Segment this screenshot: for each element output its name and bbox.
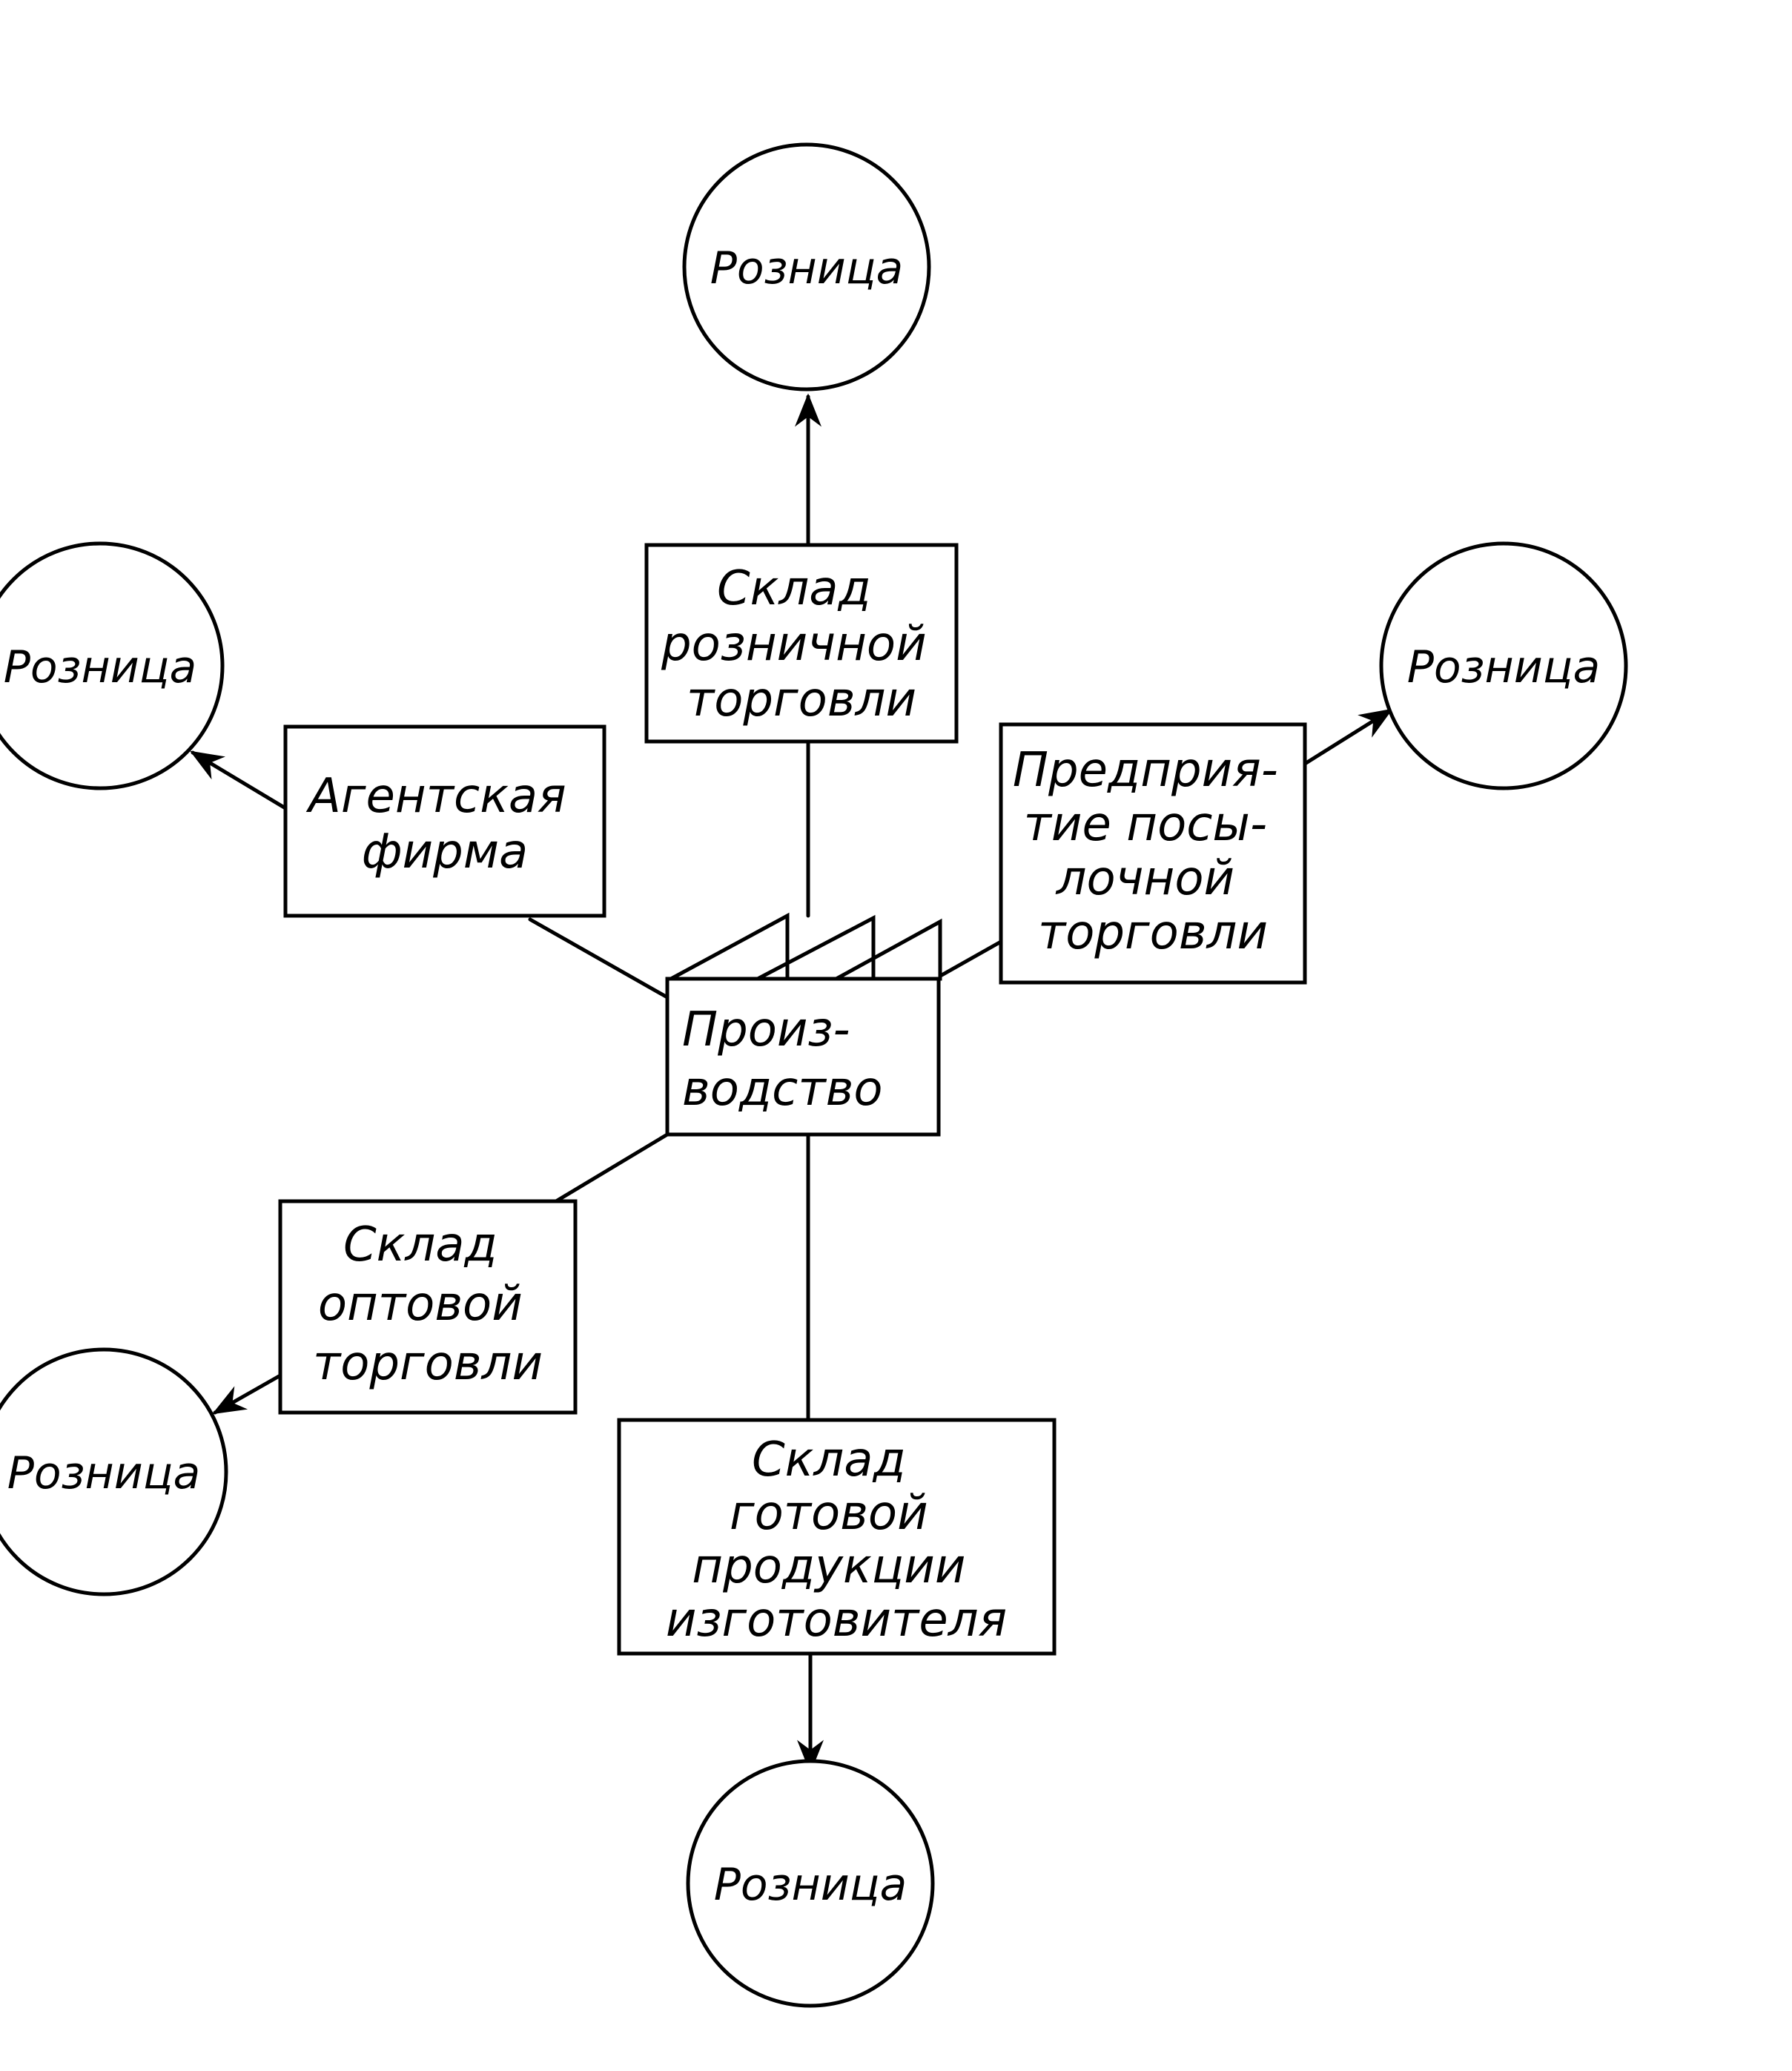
wholesale-warehouse-node: Склад оптовой торговли bbox=[278, 1199, 578, 1415]
edge-wholesale-warehouse-to-retail-lower-left bbox=[212, 1373, 282, 1415]
retail-lower-left-node: Розница bbox=[0, 1347, 228, 1596]
production-node: Произ- водство bbox=[665, 912, 942, 1137]
mail-order-box bbox=[999, 722, 1307, 985]
retail-top-circle bbox=[682, 142, 931, 392]
manufacturer-warehouse-label: Склад готовой продукции изготовителя bbox=[666, 1433, 1007, 1648]
wholesale-warehouse-label: Склад оптовой торговли bbox=[313, 1218, 543, 1391]
manufacturer-warehouse-node: Склад готовой продукции изготовителя bbox=[617, 1418, 1057, 1656]
retail-bottom-circle bbox=[686, 1759, 935, 2008]
agency-firm-label: Агентская фирма bbox=[305, 769, 581, 879]
production-label: Произ- водство bbox=[682, 1003, 882, 1117]
edge-mail-order-to-retail-upper-right bbox=[1303, 708, 1393, 766]
edge-agency-firm-to-retail-upper-left bbox=[190, 750, 288, 810]
retail-top-label: Розница bbox=[710, 242, 904, 294]
retail-lower-left-label: Розница bbox=[7, 1447, 201, 1499]
edge-production-to-wholesale-warehouse bbox=[554, 1132, 669, 1203]
edge-production-to-agency-firm bbox=[528, 917, 669, 1000]
agency-firm-box bbox=[283, 724, 606, 918]
retail-bottom-node: Розница bbox=[686, 1759, 935, 2008]
retail-bottom-label: Розница bbox=[714, 1859, 907, 1911]
retail-warehouse-box bbox=[644, 543, 959, 744]
retail-upper-right-node: Розница bbox=[1379, 541, 1628, 790]
wholesale-warehouse-box bbox=[278, 1199, 578, 1415]
mail-order-node: Предприя- тие посы- лочной торговли bbox=[999, 722, 1307, 985]
factory-roof-icon bbox=[669, 912, 942, 981]
retail-warehouse-label: Склад розничной торговли bbox=[661, 561, 942, 727]
edges bbox=[190, 393, 1393, 1774]
manufacturer-warehouse-box bbox=[617, 1418, 1057, 1656]
retail-top-node: Розница bbox=[682, 142, 931, 392]
retail-upper-left-circle bbox=[0, 541, 225, 790]
retail-upper-right-label: Розница bbox=[1407, 641, 1601, 693]
production-box bbox=[665, 977, 941, 1137]
retail-upper-left-node: Розница bbox=[0, 541, 225, 790]
retail-upper-left-label: Розница bbox=[4, 641, 197, 693]
retail-warehouse-node: Склад розничной торговли bbox=[644, 543, 959, 744]
agency-firm-node: Агентская фирма bbox=[283, 724, 606, 918]
retail-upper-right-circle bbox=[1379, 541, 1628, 790]
retail-lower-left-circle bbox=[0, 1347, 228, 1596]
mail-order-label: Предприя- тие посы- лочной торговли bbox=[1013, 743, 1293, 960]
edge-production-to-mail-order bbox=[936, 939, 1003, 980]
